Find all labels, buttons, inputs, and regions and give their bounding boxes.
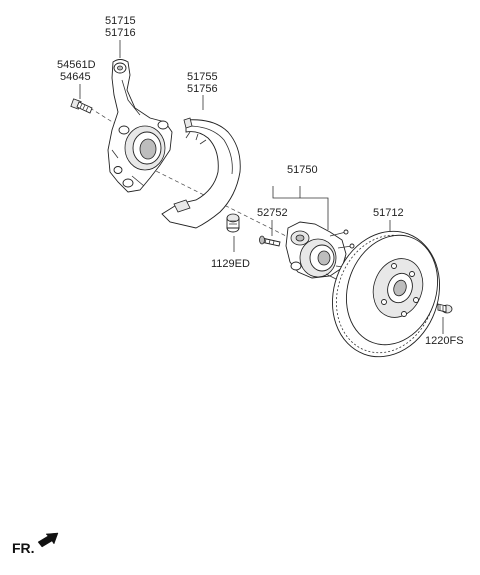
label-54561d: 54561D [57,59,96,71]
direction-label: FR. [12,540,35,556]
label-1220fs: 1220FS [425,335,464,347]
label-51750: 51750 [287,164,318,176]
brake-disc [332,230,440,358]
label-54645: 54645 [60,71,91,83]
wheel-hub-assembly [285,221,355,283]
label-51755: 51755 [187,71,218,83]
knuckle-bolt-54561d [70,98,93,114]
label-51712: 51712 [373,207,404,219]
label-51756: 51756 [187,83,218,95]
steering-knuckle [107,59,173,193]
label-1129ed: 1129ED [211,258,250,270]
bolt-1129ed [226,213,240,233]
leader-lines [79,40,444,334]
label-52752: 52752 [257,207,288,219]
front-arrow-icon [37,532,59,548]
dust-shield [161,117,241,229]
hub-bolt-52752 [259,235,281,247]
disc-screw-1220fs [437,303,453,314]
label-51715: 51715 [105,15,136,27]
label-51716: 51716 [105,27,136,39]
